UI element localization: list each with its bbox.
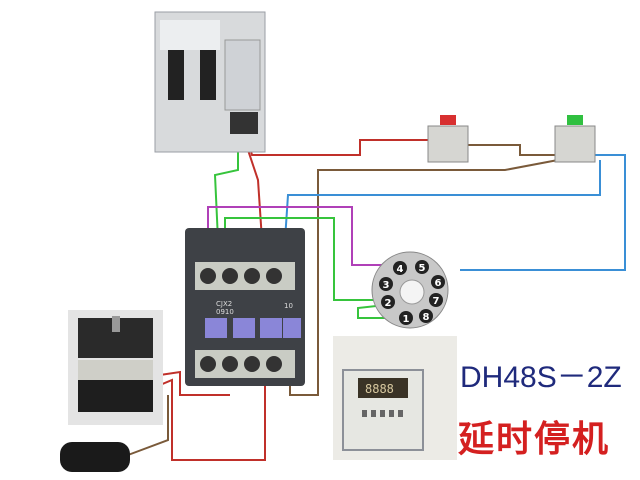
timer-relay: 8888	[333, 336, 457, 460]
stop-button	[427, 115, 469, 163]
pin-1: 1	[403, 314, 410, 325]
pin-7: 7	[433, 296, 440, 307]
wire-purple	[207, 206, 396, 266]
motor	[68, 310, 163, 425]
wire-motor-1	[159, 370, 230, 396]
pin-2: 2	[385, 298, 392, 309]
pin-6: 6	[435, 278, 442, 289]
wire-blue-start	[460, 154, 626, 271]
circuit-breaker	[154, 11, 266, 153]
contactor-code: 0910	[216, 308, 234, 316]
wire-red-to-contactor	[247, 149, 263, 241]
relay-socket: 1 2 3 4 5 6 7 8	[371, 251, 449, 329]
pin-5: 5	[419, 263, 426, 274]
wire-green-loop	[357, 304, 400, 319]
pin-4: 4	[397, 264, 404, 275]
wire-blue-contactor	[284, 160, 601, 241]
pin-8: 8	[423, 312, 430, 323]
contactor-model: CJX2	[216, 300, 232, 308]
timer-display: 8888	[365, 382, 394, 396]
wire-brown-to-timer	[289, 159, 559, 396]
wire-green-socket	[224, 217, 386, 301]
wire-red-breaker-stop	[247, 139, 430, 156]
wire-motor-2	[159, 378, 266, 461]
capacitor	[60, 442, 130, 472]
contactor-aux: 10	[284, 302, 293, 310]
model-label: DH48S－2Z	[460, 361, 622, 394]
caption-delay-stop: 延时停机	[458, 419, 611, 460]
contactor: CJX2 0910 10	[185, 228, 305, 386]
wire-cap	[127, 395, 169, 456]
wire-green-breaker	[213, 140, 239, 241]
start-button	[554, 115, 596, 163]
socket-pins: 1 2 3 4 5 6 7 8	[379, 260, 445, 325]
pin-3: 3	[383, 280, 390, 291]
wire-brown-stop-start	[462, 144, 558, 156]
